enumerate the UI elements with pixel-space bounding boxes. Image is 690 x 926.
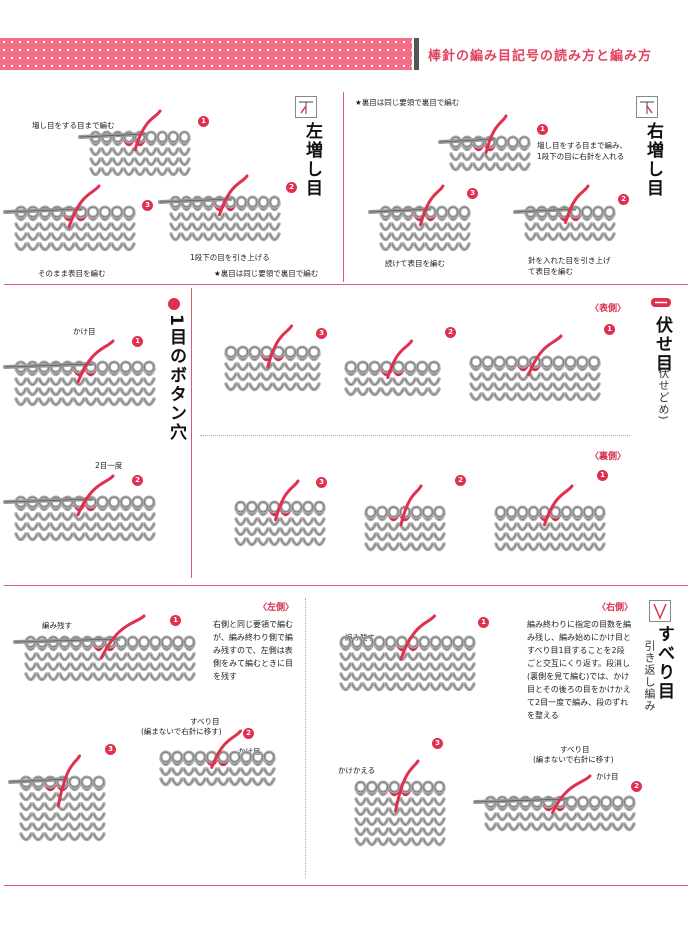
left-increase-symbol-icon xyxy=(295,96,317,118)
bind-off-front-label: 〈表側〉 xyxy=(590,304,627,314)
slip-subtitle: 引き返し編み xyxy=(643,640,656,712)
step-number: 3 xyxy=(316,328,327,339)
step-number: 3 xyxy=(142,200,153,211)
slip-caption: 編み残す xyxy=(42,621,72,630)
divider-bindoff-sides xyxy=(200,435,630,436)
step-number: 1 xyxy=(198,116,209,127)
bind-off-title: 伏せ目 xyxy=(652,316,672,373)
knit-illustration xyxy=(473,774,636,832)
page-title: 棒針の編み目記号の読み方と編み方 xyxy=(428,49,653,64)
slip-title: すべり目 xyxy=(654,625,674,701)
buttonhole-caption-2: 2目一度 xyxy=(95,461,123,470)
right-increase-note: ★裏目は同じ要領で裏目で編む xyxy=(355,98,460,107)
step-number: 2 xyxy=(455,475,466,486)
slip-right-text: 編み終わりに指定の目数を編み残し、編み始めにかけ目とすべり目1目することを2段ご… xyxy=(527,620,631,720)
left-increase-caption-3: そのまま表目を編む xyxy=(38,269,106,278)
knit-illustration xyxy=(513,184,616,242)
slip-caption: かけ目 xyxy=(596,772,619,781)
step-number: 2 xyxy=(618,194,629,205)
right-increase-caption-3: 続けて表目を編む xyxy=(385,259,445,268)
divider-buttonhole xyxy=(191,288,192,578)
slip-symbol-icon xyxy=(649,600,671,622)
step-number: 2 xyxy=(243,728,254,739)
slip-caption: すべり目 xyxy=(190,717,220,726)
knit-illustration xyxy=(438,114,531,172)
knit-illustration xyxy=(339,614,476,692)
step-number: 2 xyxy=(445,327,456,338)
step-number: 2 xyxy=(286,182,297,193)
knit-illustration xyxy=(354,759,446,847)
step-number: 3 xyxy=(467,188,478,199)
step-number: 2 xyxy=(132,475,143,486)
header-divider xyxy=(414,38,419,70)
left-increase-caption-1: 増し目をする目まで編む xyxy=(32,121,115,130)
step-number: 1 xyxy=(604,324,615,335)
buttonhole-symbol-icon xyxy=(168,298,180,310)
right-increase-caption-2: 針を入れた目を引き上げて表目を編む xyxy=(528,256,611,276)
slip-caption: (編まないで右針に移す) xyxy=(141,727,222,736)
page-header: 棒針の編み目記号の読み方と編み方 xyxy=(0,38,690,70)
buttonhole-title: 1目のボタン穴 xyxy=(166,314,186,442)
right-increase-caption-1: 増し目をする目まで編み、1段下の目に右針を入れる xyxy=(537,141,627,161)
buttonhole-caption-1: かけ目 xyxy=(73,327,96,336)
bind-off-subtitle: (伏せどめ) xyxy=(657,362,670,421)
step-number: 1 xyxy=(597,470,608,481)
knit-illustration xyxy=(158,174,281,242)
divider-increase xyxy=(343,92,344,282)
slip-caption: かけかえる xyxy=(338,766,376,775)
left-increase-title: 左増し目 xyxy=(302,122,322,198)
left-increase-note: ★裏目は同じ要領で裏目で編む xyxy=(214,269,319,278)
knit-illustration xyxy=(234,479,326,547)
knit-illustration xyxy=(494,484,606,552)
step-number: 3 xyxy=(432,738,443,749)
knit-illustration xyxy=(159,729,276,787)
knit-illustration xyxy=(78,109,191,177)
step-number: 1 xyxy=(478,617,489,628)
right-increase-symbol-icon xyxy=(636,96,658,118)
step-number: 1 xyxy=(537,124,548,135)
knit-illustration xyxy=(13,614,196,682)
slip-right-label: 〈右側〉 xyxy=(597,603,634,613)
right-increase-title: 右増し目 xyxy=(643,122,663,198)
knit-illustration xyxy=(3,184,136,252)
divider-slip xyxy=(305,598,306,878)
knit-illustration xyxy=(364,484,446,552)
knit-illustration xyxy=(8,754,106,842)
step-number: 1 xyxy=(132,336,143,347)
divider-row2 xyxy=(4,585,688,586)
slip-left-label: 〈左側〉 xyxy=(258,603,295,613)
divider-bottom xyxy=(4,885,688,886)
knit-illustration xyxy=(3,474,156,542)
knit-illustration xyxy=(224,324,321,392)
slip-caption: (編まないで右針に移す) xyxy=(533,755,614,764)
knit-illustration xyxy=(469,334,601,402)
header-band xyxy=(0,38,412,70)
knit-illustration xyxy=(3,339,156,407)
step-number: 1 xyxy=(170,615,181,626)
step-number: 2 xyxy=(631,781,642,792)
left-increase-caption-2: 1段下の目を引き上げる xyxy=(190,253,270,262)
bind-off-symbol-icon xyxy=(650,295,671,315)
bind-off-back-label: 〈裏側〉 xyxy=(590,452,627,462)
knit-illustration xyxy=(344,339,441,397)
step-number: 3 xyxy=(316,477,327,488)
divider-row1 xyxy=(4,284,688,285)
knit-illustration xyxy=(368,184,471,252)
slip-left-text: 右側と同じ要領で編むが、編み終わり側で編み残すので、左側は表側をみて編むときに目… xyxy=(213,620,293,681)
step-number: 3 xyxy=(105,744,116,755)
slip-caption: すべり目 xyxy=(560,745,590,754)
